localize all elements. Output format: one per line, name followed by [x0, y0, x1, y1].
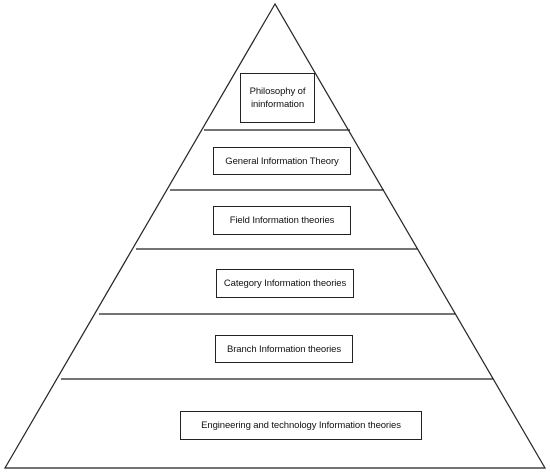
level-philosophy-box: Philosophy of ininformation	[240, 73, 315, 123]
level-philosophy-label-line-2: ininformation	[250, 99, 305, 110]
level-category-theories-box: Category Information theories	[216, 269, 354, 298]
level-branch-theories-box: Branch Information theories	[215, 335, 353, 363]
level-category-theories-label: Category Information theories	[223, 278, 347, 289]
level-field-theories-box: Field Information theories	[213, 206, 351, 235]
level-field-theories-label: Field Information theories	[229, 215, 335, 226]
level-general-theory-box: General Information Theory	[213, 147, 351, 175]
level-general-theory-label: General Information Theory	[225, 155, 339, 167]
level-philosophy-label-line-1: Philosophy of	[249, 86, 306, 97]
level-engineering-theories-box: Engineering and technology Information t…	[180, 411, 422, 440]
pyramid-outline	[3, 2, 547, 469]
level-engineering-theories-label: Engineering and technology Information t…	[201, 420, 401, 431]
level-branch-theories-label: Branch Information theories	[227, 343, 341, 355]
